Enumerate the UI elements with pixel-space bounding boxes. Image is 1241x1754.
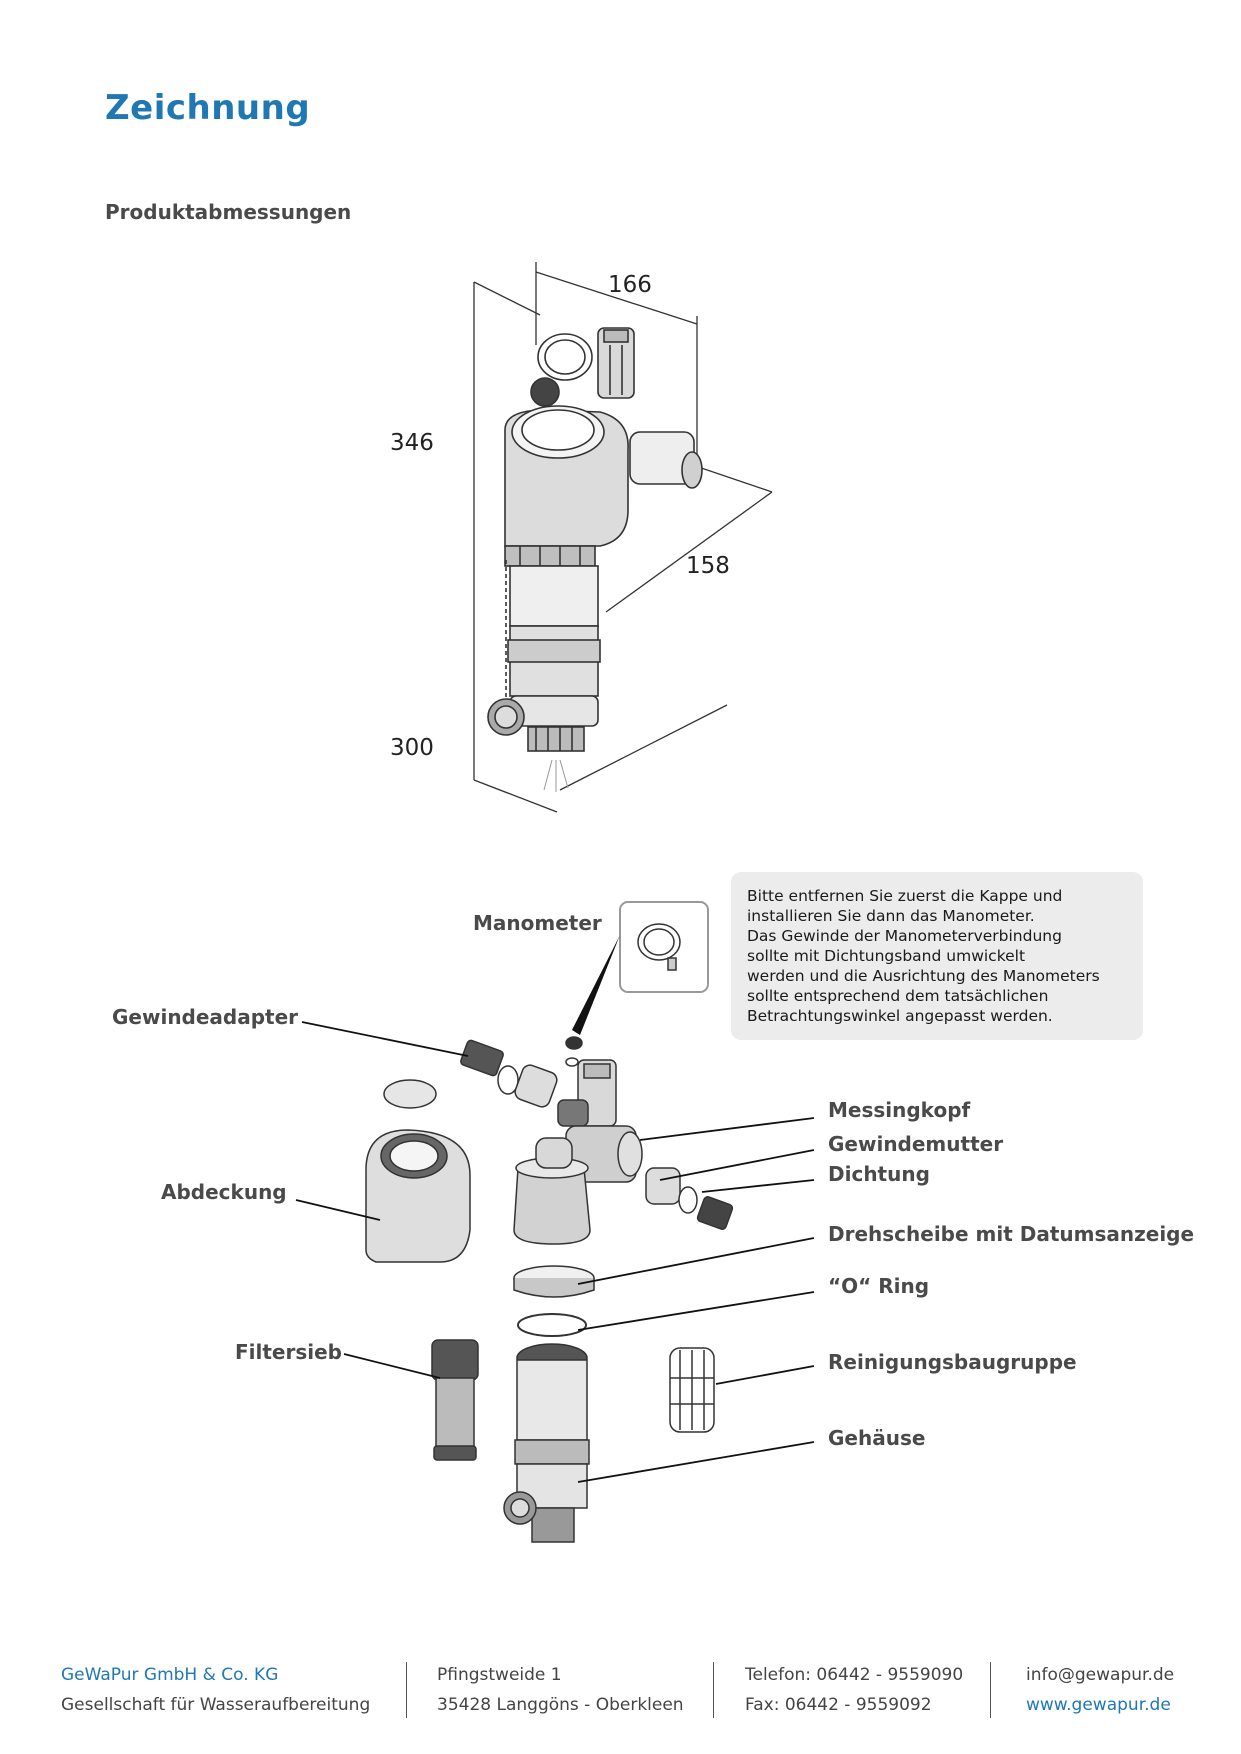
dimension-drawing (473, 262, 773, 813)
label-drehscheibe: Drehscheibe mit Datumsanzeige (828, 1222, 1195, 1246)
dim-bottom: 300 (390, 735, 434, 761)
dim-height: 346 (390, 430, 434, 456)
label-messingkopf: Messingkopf (828, 1098, 971, 1122)
footer-divider (990, 1662, 991, 1718)
label-oring: “O“ Ring (828, 1274, 930, 1298)
filter-assembly-drawing (487, 327, 703, 792)
label-abdeckung: Abdeckung (161, 1180, 287, 1204)
label-manometer: Manometer (473, 911, 602, 935)
phone: Telefon: 06442 - 9559090 (745, 1665, 964, 1685)
label-gewindeadapter: Gewindeadapter (112, 1005, 299, 1029)
footer-company: GeWaPur GmbH & Co. KG Gesellschaft für W… (61, 1660, 370, 1720)
note-line: Das Gewinde der Manometerverbindung (747, 927, 1062, 945)
label-dichtung: Dichtung (828, 1162, 930, 1186)
dim-depth: 158 (686, 553, 730, 579)
city: 35428 Langgöns - Oberkleen (437, 1695, 684, 1715)
page-title: Zeichnung (105, 88, 311, 128)
note-line: werden und die Ausrichtung des Manometer… (747, 967, 1100, 985)
company-subtitle: Gesellschaft für Wasseraufbereitung (61, 1695, 371, 1715)
footer-contact: info@gewapur.de www.gewapur.de (1026, 1660, 1174, 1720)
footer-divider (713, 1662, 714, 1718)
label-gewindemutter: Gewindemutter (828, 1132, 1004, 1156)
footer-address: Pfingstweide 1 35428 Langgöns - Oberklee… (437, 1660, 684, 1720)
email-link[interactable]: info@gewapur.de (1026, 1665, 1175, 1685)
street: Pfingstweide 1 (437, 1665, 562, 1685)
footer-phone: Telefon: 06442 - 9559090 Fax: 06442 - 95… (745, 1660, 963, 1720)
section-title: Produktabmessungen (105, 200, 352, 224)
note-line: installieren Sie dann das Manometer. (747, 907, 1035, 925)
footer-divider (406, 1662, 407, 1718)
label-gehaeuse: Gehäuse (828, 1426, 926, 1450)
fax: Fax: 06442 - 9559092 (745, 1695, 932, 1715)
leader-lines (295, 1021, 815, 1483)
note-line: sollte mit Dichtungsband umwickelt (747, 947, 1026, 965)
company-name: GeWaPur GmbH & Co. KG (61, 1665, 279, 1685)
note-line: Bitte entfernen Sie zuerst die Kappe und (747, 887, 1063, 905)
website-link[interactable]: www.gewapur.de (1026, 1695, 1171, 1715)
page-footer: GeWaPur GmbH & Co. KG Gesellschaft für W… (0, 1660, 1241, 1720)
manometer-note: Bitte entfernen Sie zuerst die Kappe und… (731, 872, 1143, 1040)
dim-width: 166 (608, 272, 652, 298)
label-filtersieb: Filtersieb (235, 1340, 343, 1364)
label-reinigung: Reinigungsbaugruppe (828, 1350, 1077, 1374)
exploded-view (365, 901, 734, 1543)
note-line: sollte entsprechend dem tatsächlichen (747, 987, 1049, 1005)
note-line: Betrachtungswinkel angepasst werden. (747, 1007, 1053, 1025)
